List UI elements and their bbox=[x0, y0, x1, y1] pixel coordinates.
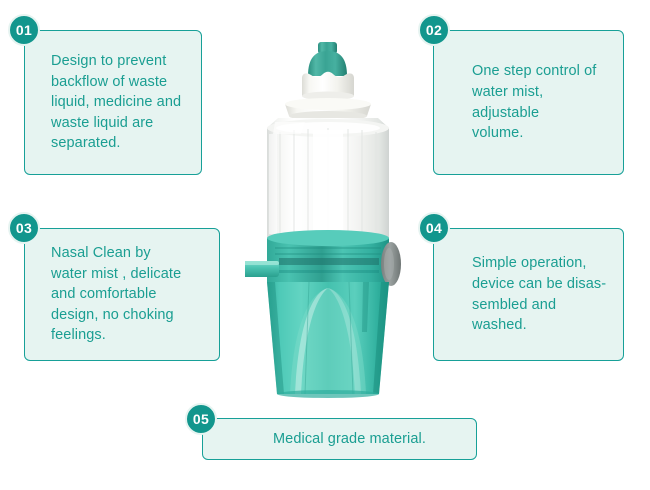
nozzle-collar-part bbox=[302, 71, 354, 101]
feature-card-01[interactable]: Design to prevent backflow of waste liqu… bbox=[24, 30, 202, 175]
liquid-top-band-part bbox=[267, 230, 389, 282]
side-spout-part bbox=[245, 261, 279, 277]
feature-text-05: Medical grade material. bbox=[272, 430, 426, 447]
feature-card-02[interactable]: One step control of water mist, adjustab… bbox=[433, 30, 624, 175]
feature-badge-03: 03 bbox=[8, 212, 40, 244]
liquid-body-part bbox=[267, 281, 389, 395]
feature-card-03[interactable]: Nasal Clean by water mist , delicate and… bbox=[24, 228, 220, 361]
clear-chamber-part bbox=[267, 118, 389, 238]
feature-card-05[interactable]: Medical grade material. bbox=[202, 418, 477, 460]
cap-flange-part bbox=[285, 98, 371, 121]
feature-card-04[interactable]: Simple operation, device can be disas- s… bbox=[433, 228, 624, 361]
product-image bbox=[245, 42, 410, 400]
feature-badge-02: 02 bbox=[418, 14, 450, 46]
feature-badge-01: 01 bbox=[8, 14, 40, 46]
feature-badge-05: 05 bbox=[185, 403, 217, 435]
control-knob-part bbox=[381, 242, 401, 286]
feature-text-02: One step control of water mist, adjustab… bbox=[472, 63, 597, 142]
feature-text-01: Design to prevent backflow of waste liqu… bbox=[51, 53, 182, 152]
feature-badge-04: 04 bbox=[418, 212, 450, 244]
product-illustration bbox=[245, 42, 401, 398]
feature-text-03: Nasal Clean by water mist , delicate and… bbox=[51, 245, 182, 344]
feature-text-04: Simple operation, device can be disas- s… bbox=[472, 255, 607, 334]
nozzle-tip-part bbox=[308, 42, 347, 76]
